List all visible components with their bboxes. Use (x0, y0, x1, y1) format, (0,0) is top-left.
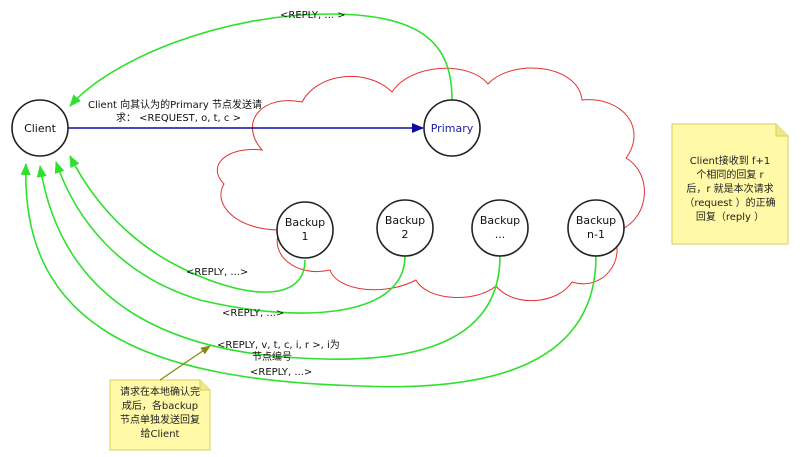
note-right-line-2: 个相同的回复 r (696, 168, 764, 181)
backup-2-index: 2 (402, 228, 409, 241)
backup-dots-index: ... (495, 228, 506, 241)
replica-cloud (216, 67, 645, 301)
reply-primary-label: <REPLY, ... > (280, 10, 345, 21)
backup-2-node[interactable]: Backup 2 (376, 199, 434, 257)
backup-n1-node[interactable]: Backup n-1 (567, 199, 625, 257)
note-right-line-5: 回复（reply ） (696, 210, 764, 223)
note-left-line-4: 给Client (141, 427, 180, 440)
note-right-line-3: 后，r 就是本次请求 (686, 182, 773, 195)
backup-1-label: Backup (285, 216, 325, 229)
note-left-line-3: 节点单独发送回复 (120, 413, 200, 426)
primary-label: Primary (431, 122, 474, 135)
reply-arrow-primary (69, 13, 453, 107)
request-label-line2: 求： <REQUEST, o, t, c > (116, 112, 241, 124)
primary-node[interactable]: Primary (423, 99, 481, 157)
client-label: Client (24, 122, 57, 135)
note-left-pointer (159, 345, 211, 381)
reply-format-label-line1: <REPLY, v, t, c, i, r >, i为 (217, 339, 340, 351)
note-right-line-4: （request ）的正确 (684, 196, 775, 209)
reply-arrow-backup-1 (69, 155, 306, 293)
reply-backup-1-label: <REPLY, ...> (186, 267, 248, 278)
reply-arrow-backup-dots (36, 165, 501, 360)
note-left-line-1: 请求在本地确认完 (120, 385, 200, 398)
note-right: Client接收到 f+1 个相同的回复 r 后，r 就是本次请求 （reque… (671, 123, 789, 245)
backup-1-index: 1 (302, 230, 309, 243)
reply-arrow-backup-2 (54, 161, 406, 314)
reply-arrow-backup-n1 (20, 163, 597, 388)
backup-n1-index: n-1 (587, 228, 605, 241)
backup-n1-label: Backup (576, 214, 616, 227)
client-node[interactable]: Client (11, 99, 69, 157)
backup-dots-node[interactable]: Backup ... (471, 199, 529, 257)
backup-1-node[interactable]: Backup 1 (276, 201, 334, 259)
backup-2-label: Backup (385, 214, 425, 227)
reply-backup-2-label: <REPLY, ...> (222, 308, 284, 319)
note-left-line-2: 成后，各backup (122, 399, 198, 412)
reply-format-label-line2: 节点编号 (252, 350, 292, 363)
backup-dots-label: Backup (480, 214, 520, 227)
note-right-line-1: Client接收到 f+1 (690, 154, 770, 167)
reply-backup-n1-label: <REPLY, ...> (250, 367, 312, 378)
note-left: 请求在本地确认完 成后，各backup 节点单独发送回复 给Client (109, 379, 211, 451)
request-label-line1: Client 向其认为的Primary 节点发送请 (88, 98, 262, 111)
